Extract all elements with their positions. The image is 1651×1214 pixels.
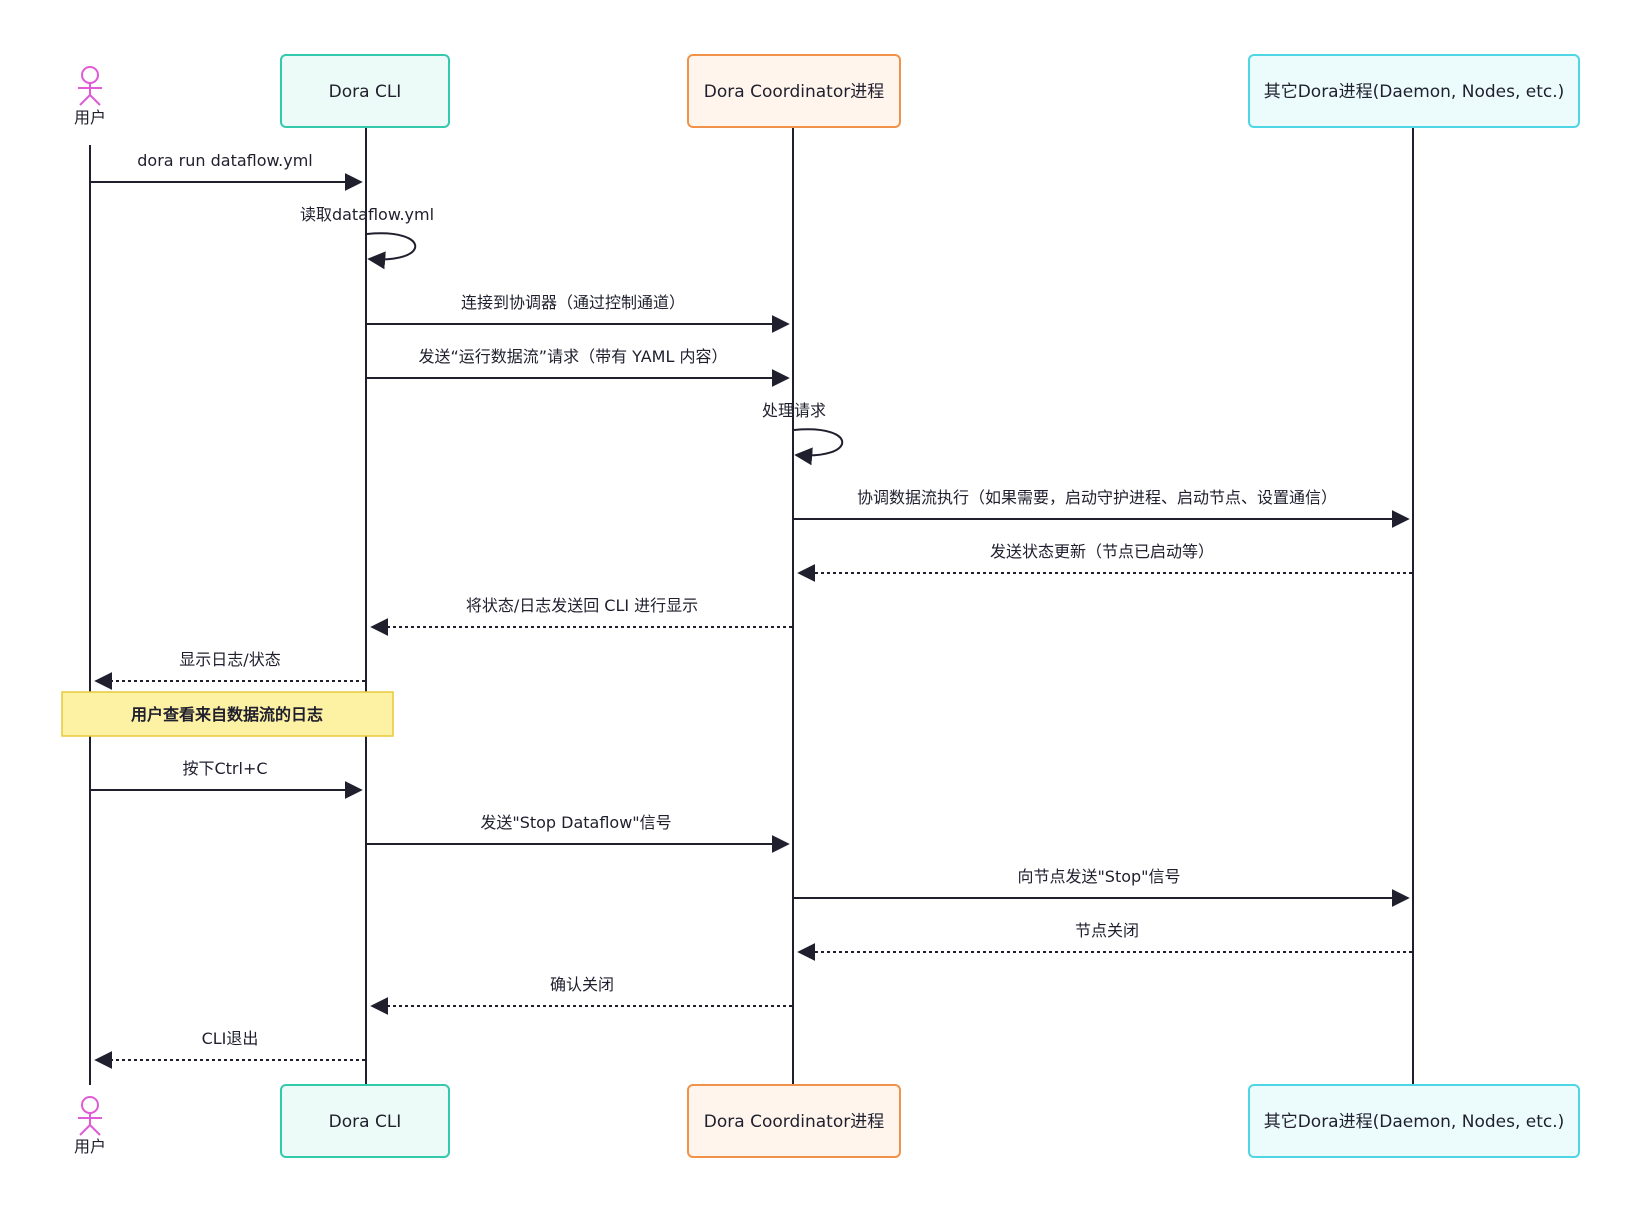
message-cli-exit: CLI退出	[94, 1029, 365, 1069]
message-send-stop-to-nodes: 向节点发送"Stop"信号	[794, 867, 1410, 907]
message-label: 按下Ctrl+C	[182, 759, 267, 778]
participant-coordinator-top: Dora Coordinator进程	[687, 54, 901, 128]
note-user-views-logs: 用户查看来自数据流的日志	[61, 691, 394, 737]
message-connect-coordinator: 连接到协调器（通过控制通道）	[367, 293, 790, 333]
participant-cli-label: Dora CLI	[329, 82, 402, 102]
message-coordinate-execution: 协调数据流执行（如果需要，启动守护进程、启动节点、设置通信）	[794, 488, 1410, 528]
message-label: 确认关闭	[550, 975, 614, 994]
actor-figure-icon	[78, 66, 102, 106]
message-run-dataflow: dora run dataflow.yml	[91, 151, 363, 191]
actor-user-label: 用户	[74, 108, 106, 127]
actor-user-label: 用户	[74, 1137, 106, 1156]
participant-cli-top: Dora CLI	[280, 54, 450, 128]
message-label: 将状态/日志发送回 CLI 进行显示	[466, 596, 698, 615]
participant-others-label: 其它Dora进程(Daemon, Nodes, etc.)	[1264, 82, 1565, 102]
message-press-ctrl-c: 按下Ctrl+C	[91, 759, 363, 799]
actor-user-bottom: 用户	[74, 1096, 106, 1156]
message-status-update: 发送状态更新（节点已启动等）	[797, 542, 1412, 582]
message-label: 节点关闭	[1075, 921, 1139, 940]
message-send-run-request: 发送“运行数据流”请求（带有 YAML 内容）	[367, 347, 790, 387]
message-send-stop-dataflow: 发送"Stop Dataflow"信号	[367, 813, 790, 853]
message-label: 读取dataflow.yml	[300, 205, 434, 224]
message-process-request: 处理请求	[762, 401, 844, 466]
participant-others-bottom: 其它Dora进程(Daemon, Nodes, etc.)	[1248, 1084, 1580, 1158]
message-label: 协调数据流执行（如果需要，启动守护进程、启动节点、设置通信）	[857, 488, 1337, 507]
message-confirm-shutdown: 确认关闭	[370, 975, 792, 1015]
message-label: CLI退出	[202, 1029, 259, 1048]
participant-cli-bottom: Dora CLI	[280, 1084, 450, 1158]
participant-coordinator-bottom: Dora Coordinator进程	[687, 1084, 901, 1158]
message-label: 向节点发送"Stop"信号	[1017, 867, 1180, 886]
participant-cli-label: Dora CLI	[329, 1112, 402, 1132]
message-label: 显示日志/状态	[179, 650, 280, 669]
message-nodes-shutdown: 节点关闭	[797, 921, 1412, 961]
message-label: 发送状态更新（节点已启动等）	[990, 542, 1214, 561]
message-label: 处理请求	[762, 401, 826, 420]
message-read-dataflow: 读取dataflow.yml	[300, 205, 434, 270]
actor-user-top: 用户	[74, 66, 106, 127]
message-send-logs-back: 将状态/日志发送回 CLI 进行显示	[370, 596, 792, 636]
message-label: 发送“运行数据流”请求（带有 YAML 内容）	[419, 347, 728, 366]
message-label: dora run dataflow.yml	[137, 151, 312, 170]
actor-figure-icon	[78, 1096, 102, 1136]
participant-others-label: 其它Dora进程(Daemon, Nodes, etc.)	[1264, 1112, 1565, 1132]
participant-coordinator-label: Dora Coordinator进程	[704, 1112, 884, 1132]
note-text: 用户查看来自数据流的日志	[131, 705, 323, 724]
participant-coordinator-label: Dora Coordinator进程	[704, 82, 884, 102]
message-label: 发送"Stop Dataflow"信号	[480, 813, 671, 832]
participant-others-top: 其它Dora进程(Daemon, Nodes, etc.)	[1248, 54, 1580, 128]
message-label: 连接到协调器（通过控制通道）	[461, 293, 685, 312]
message-display-logs: 显示日志/状态	[94, 650, 365, 690]
